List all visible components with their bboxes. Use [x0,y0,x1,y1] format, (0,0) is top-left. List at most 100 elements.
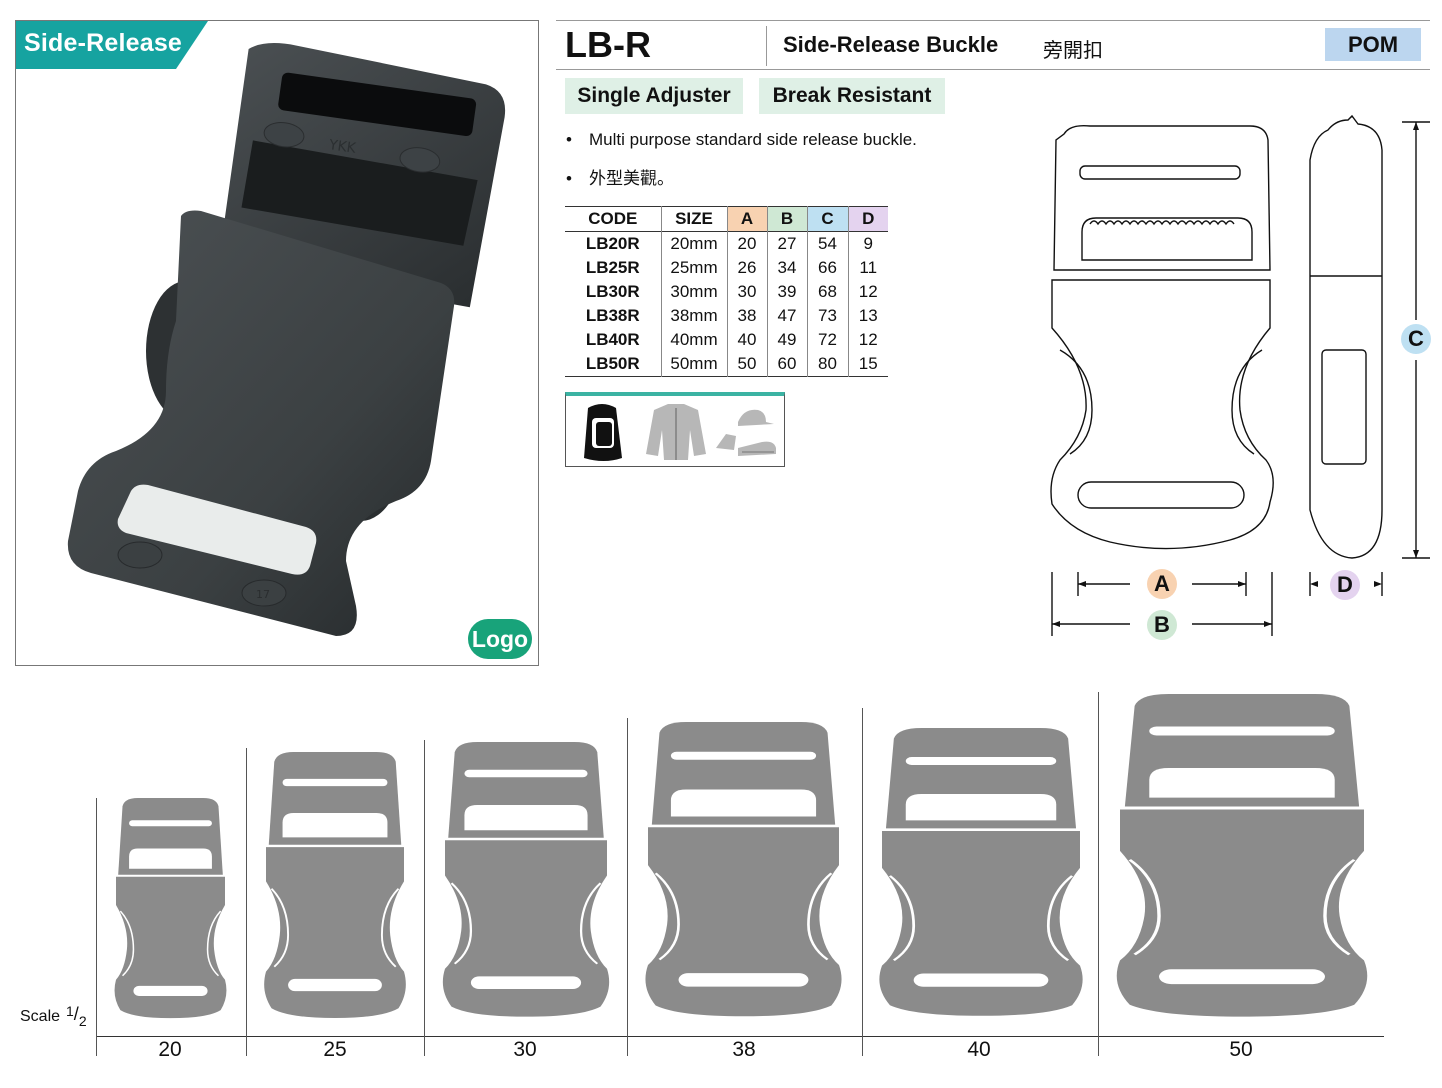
front-upper-slot [1079,165,1241,180]
front-lower-slot [1077,481,1245,509]
cell-a: 26 [726,256,767,280]
cell-b: 60 [766,352,807,377]
table-row: LB40R 40mm 40 49 72 12 [565,328,888,352]
scale-size-label: 30 [513,1038,537,1061]
cell-c: 66 [806,256,848,280]
cell-size: 38mm [660,304,727,328]
table-row: LB30R 30mm 30 39 68 12 [565,280,888,304]
scale-size-label: 50 [1229,1038,1253,1061]
cell-d: 13 [847,304,888,328]
bullet-text: Multi purpose standard side release buck… [589,130,917,149]
cell-size: 25mm [660,256,727,280]
column-divider [96,798,97,1056]
cell-c: 73 [806,304,848,328]
dimension-a-label: A [1147,569,1177,599]
cell-a: 30 [726,280,767,304]
dimension-d-label: D [1330,570,1360,600]
category-label: Side-Release [24,29,183,57]
header-d: D [847,206,888,232]
scale-silhouettes [113,692,1369,1019]
header-a: A [726,206,767,232]
header-c: C [806,206,848,232]
scale-denominator: 2 [78,1013,87,1029]
jacket-icon [646,404,706,460]
column-divider [246,748,247,1056]
logo-badge: Logo [468,619,532,659]
bullet-appearance: • 外型美觀。 [566,164,674,189]
cell-size: 20mm [660,231,727,256]
feature-tag-break-resistant: Break Resistant [759,78,945,114]
front-body-outline [1050,279,1274,550]
photo-mark-size: 17 [256,588,270,601]
header-b: B [766,206,807,232]
scale-label: Scale [20,1008,61,1025]
silhouette-40 [877,726,1085,1018]
feature-tag-single-adjuster: Single Adjuster [565,78,743,114]
usage-icons-box [565,392,785,467]
header-rule-bottom [556,69,1430,70]
bullet-description: • Multi purpose standard side release buc… [566,130,917,150]
scale-baseline [96,1036,1384,1037]
cell-b: 34 [766,256,807,280]
header-rule-top [556,20,1430,21]
scale-numerator: 1 [66,1003,74,1019]
product-name-chinese: 旁開扣 [1043,40,1103,62]
category-tag [16,21,208,69]
cell-code: LB25R [585,258,640,277]
column-divider [424,740,425,1056]
table-header-row: CODE SIZE A B C D [565,206,888,232]
table-row: LB20R 20mm 20 27 54 9 [565,231,888,256]
dimension-b-label: B [1147,610,1177,640]
silhouette-30 [441,740,611,1018]
cell-size: 50mm [660,352,727,377]
cell-b: 47 [766,304,807,328]
bullet-dot: • [566,130,572,149]
usage-icons [584,404,776,461]
header-size: SIZE [660,206,727,232]
cell-c: 68 [806,280,848,304]
cell-code: LB40R [585,330,640,349]
model-code: LB-R [565,24,651,65]
cell-c: 80 [806,352,848,377]
backpack-icon [584,404,622,461]
scale-size-label: 40 [967,1038,991,1061]
scale-slash: / [73,1004,79,1024]
table-row: LB38R 38mm 38 47 73 13 [565,304,888,328]
cell-a: 38 [726,304,767,328]
header-code: CODE [588,209,638,228]
header-separator [766,26,767,66]
table-row: LB50R 50mm 50 60 80 15 [565,352,888,377]
cell-b: 49 [766,328,807,352]
cell-d: 12 [847,280,888,304]
front-adjuster-outline [1053,124,1271,271]
scale-size-label: 20 [158,1038,182,1061]
silhouette-50 [1115,692,1369,1019]
silhouette-25 [263,751,407,1019]
product-photo-panel: YKK 17 Side-Release Logo [15,20,539,666]
buckle-photo: YKK 17 [67,43,506,637]
cell-d: 12 [847,328,888,352]
cell-code: LB30R [585,282,640,301]
cap-glove-shoe-icon [716,409,776,456]
column-divider [627,718,628,1056]
front-middle-slot [1081,217,1253,261]
silhouette-20 [113,797,228,1019]
cell-b: 39 [766,280,807,304]
cell-d: 11 [847,256,888,280]
side-view-slot [1321,349,1367,465]
size-table: CODE SIZE A B C D LB20R 20mm 20 27 54 9 … [565,206,888,377]
cell-d: 9 [847,231,888,256]
cell-a: 40 [726,328,767,352]
product-name: Side-Release Buckle [783,32,999,57]
cell-a: 50 [726,352,767,377]
cell-a: 20 [726,231,767,256]
cell-code: LB50R [585,354,640,373]
material-badge: POM [1325,28,1421,61]
table-row: LB25R 25mm 26 34 66 11 [565,256,888,280]
scale-size-label: 38 [732,1038,756,1061]
bullet-text: 外型美觀。 [589,169,674,188]
scale-fraction: 1/2 [66,1003,87,1029]
cell-d: 15 [847,352,888,377]
cell-c: 72 [806,328,848,352]
bullet-dot: • [566,169,572,188]
